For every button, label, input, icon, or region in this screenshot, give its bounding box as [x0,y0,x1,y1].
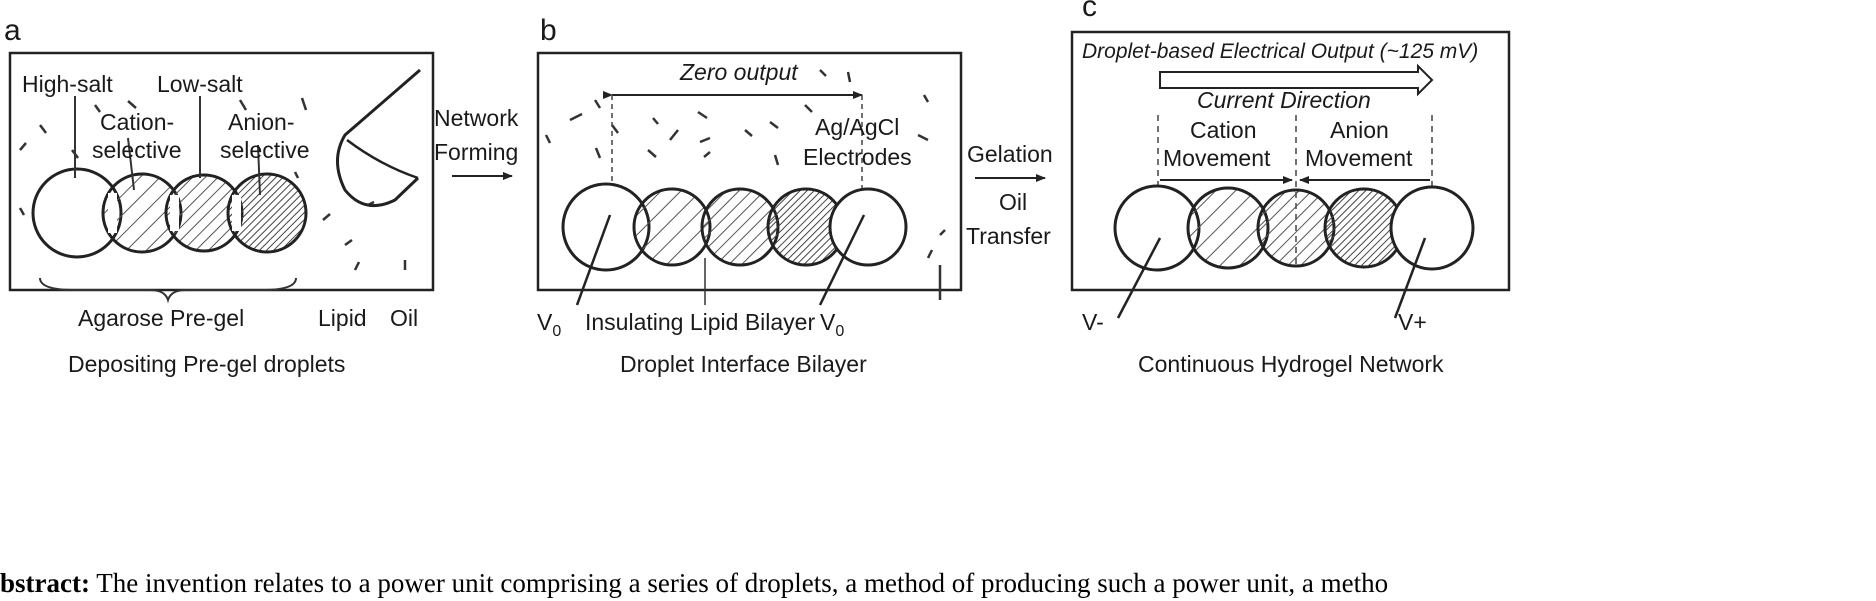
label-anion: Anion [1330,117,1389,143]
abstract-label: bstract: [0,568,90,598]
label-anion-1: Anion- [228,109,294,135]
label-anion-2: selective [220,137,309,163]
label-gelation: Gelation [967,141,1053,167]
panel-b-letter: b [540,14,557,47]
droplet-power-unit-diagram: a [0,0,1876,560]
label-current-direction: Current Direction [1197,87,1371,113]
label-zero-output: Zero output [679,59,799,85]
panel-c-letter: c [1082,0,1097,23]
arrow-network-forming: Network Forming [434,105,519,176]
arrow-gelation: Gelation Oil Transfer [966,141,1053,249]
label-agarose-pre-gel: Agarose Pre-gel [78,305,244,331]
abstract-line: bstract: The invention relates to a powe… [0,566,1876,601]
dib-droplets [563,184,906,270]
label-anion-movement: Movement [1305,145,1413,171]
caption-a: Depositing Pre-gel droplets [68,351,345,377]
panel-c: c Droplet-based Electrical Output (~125 … [1072,0,1509,377]
hydrogel-droplets [1115,186,1473,270]
label-insulating-bilayer: Insulating Lipid Bilayer [585,309,815,335]
label-cation: Cation [1190,117,1256,143]
label-ag-agcl: Ag/AgCl [815,114,899,140]
label-v-minus: V- [1082,309,1104,335]
label-lipid: Lipid [318,305,367,331]
label-low-salt: Low-salt [157,71,243,97]
panel-b: b Ze [537,14,961,377]
caption-c: Continuous Hydrogel Network [1138,351,1444,377]
label-cation-2: selective [92,137,181,163]
caption-b: Droplet Interface Bilayer [620,351,867,377]
label-cation-1: Cation- [100,109,174,135]
label-v0-right: V0 [820,309,844,340]
label-v0-left: V0 [537,309,561,340]
abstract-text: The invention relates to a power unit co… [90,568,1388,598]
label-network: Network [434,105,519,131]
label-electrodes: Electrodes [803,144,912,170]
label-oil: Oil [390,305,418,331]
label-oil-2: Oil [999,189,1027,215]
label-transfer: Transfer [966,223,1051,249]
label-electrical-output: Droplet-based Electrical Output (~125 mV… [1082,40,1478,63]
label-forming: Forming [434,139,518,165]
label-high-salt: High-salt [22,71,113,97]
pre-gel-droplets [33,169,306,257]
pipette-tip [338,70,421,206]
panel-a: a [4,14,433,377]
panel-a-letter: a [4,14,21,47]
label-cation-movement: Movement [1163,145,1271,171]
label-v-plus: V+ [1398,309,1427,335]
